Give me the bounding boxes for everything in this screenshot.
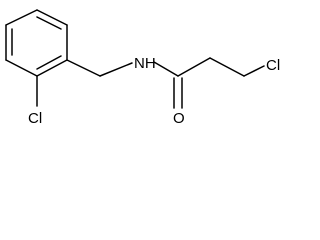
- oxygen-label: O: [173, 110, 185, 127]
- nitrogen-label: NH: [134, 55, 156, 72]
- chemical-structure: NH O Cl Cl: [5, 9, 281, 127]
- ring-bond-3: [36, 59, 68, 77]
- benzyl-ring-to-ch2-bond: [66, 59, 101, 77]
- ring-double-bond-top: [36, 16, 62, 30]
- structure-drawing: NH O Cl Cl: [5, 9, 280, 127]
- ch2-to-nitrogen-bond: [99, 62, 133, 77]
- ring-double-bond-lower-right: [36, 55, 62, 70]
- ch2-to-ch2-bond: [209, 57, 245, 77]
- alkyl-chlorine-bond: [243, 65, 265, 77]
- ring-bond-1: [36, 9, 68, 26]
- carbonyl-to-ch2-bond: [177, 57, 211, 77]
- ring-bond-6: [5, 9, 38, 26]
- alkyl-chlorine-label: Cl: [266, 57, 280, 74]
- nitrogen-to-carbonyl-bond: [153, 61, 179, 77]
- aryl-chlorine-label: Cl: [28, 110, 42, 127]
- ring-bond-4: [5, 59, 38, 77]
